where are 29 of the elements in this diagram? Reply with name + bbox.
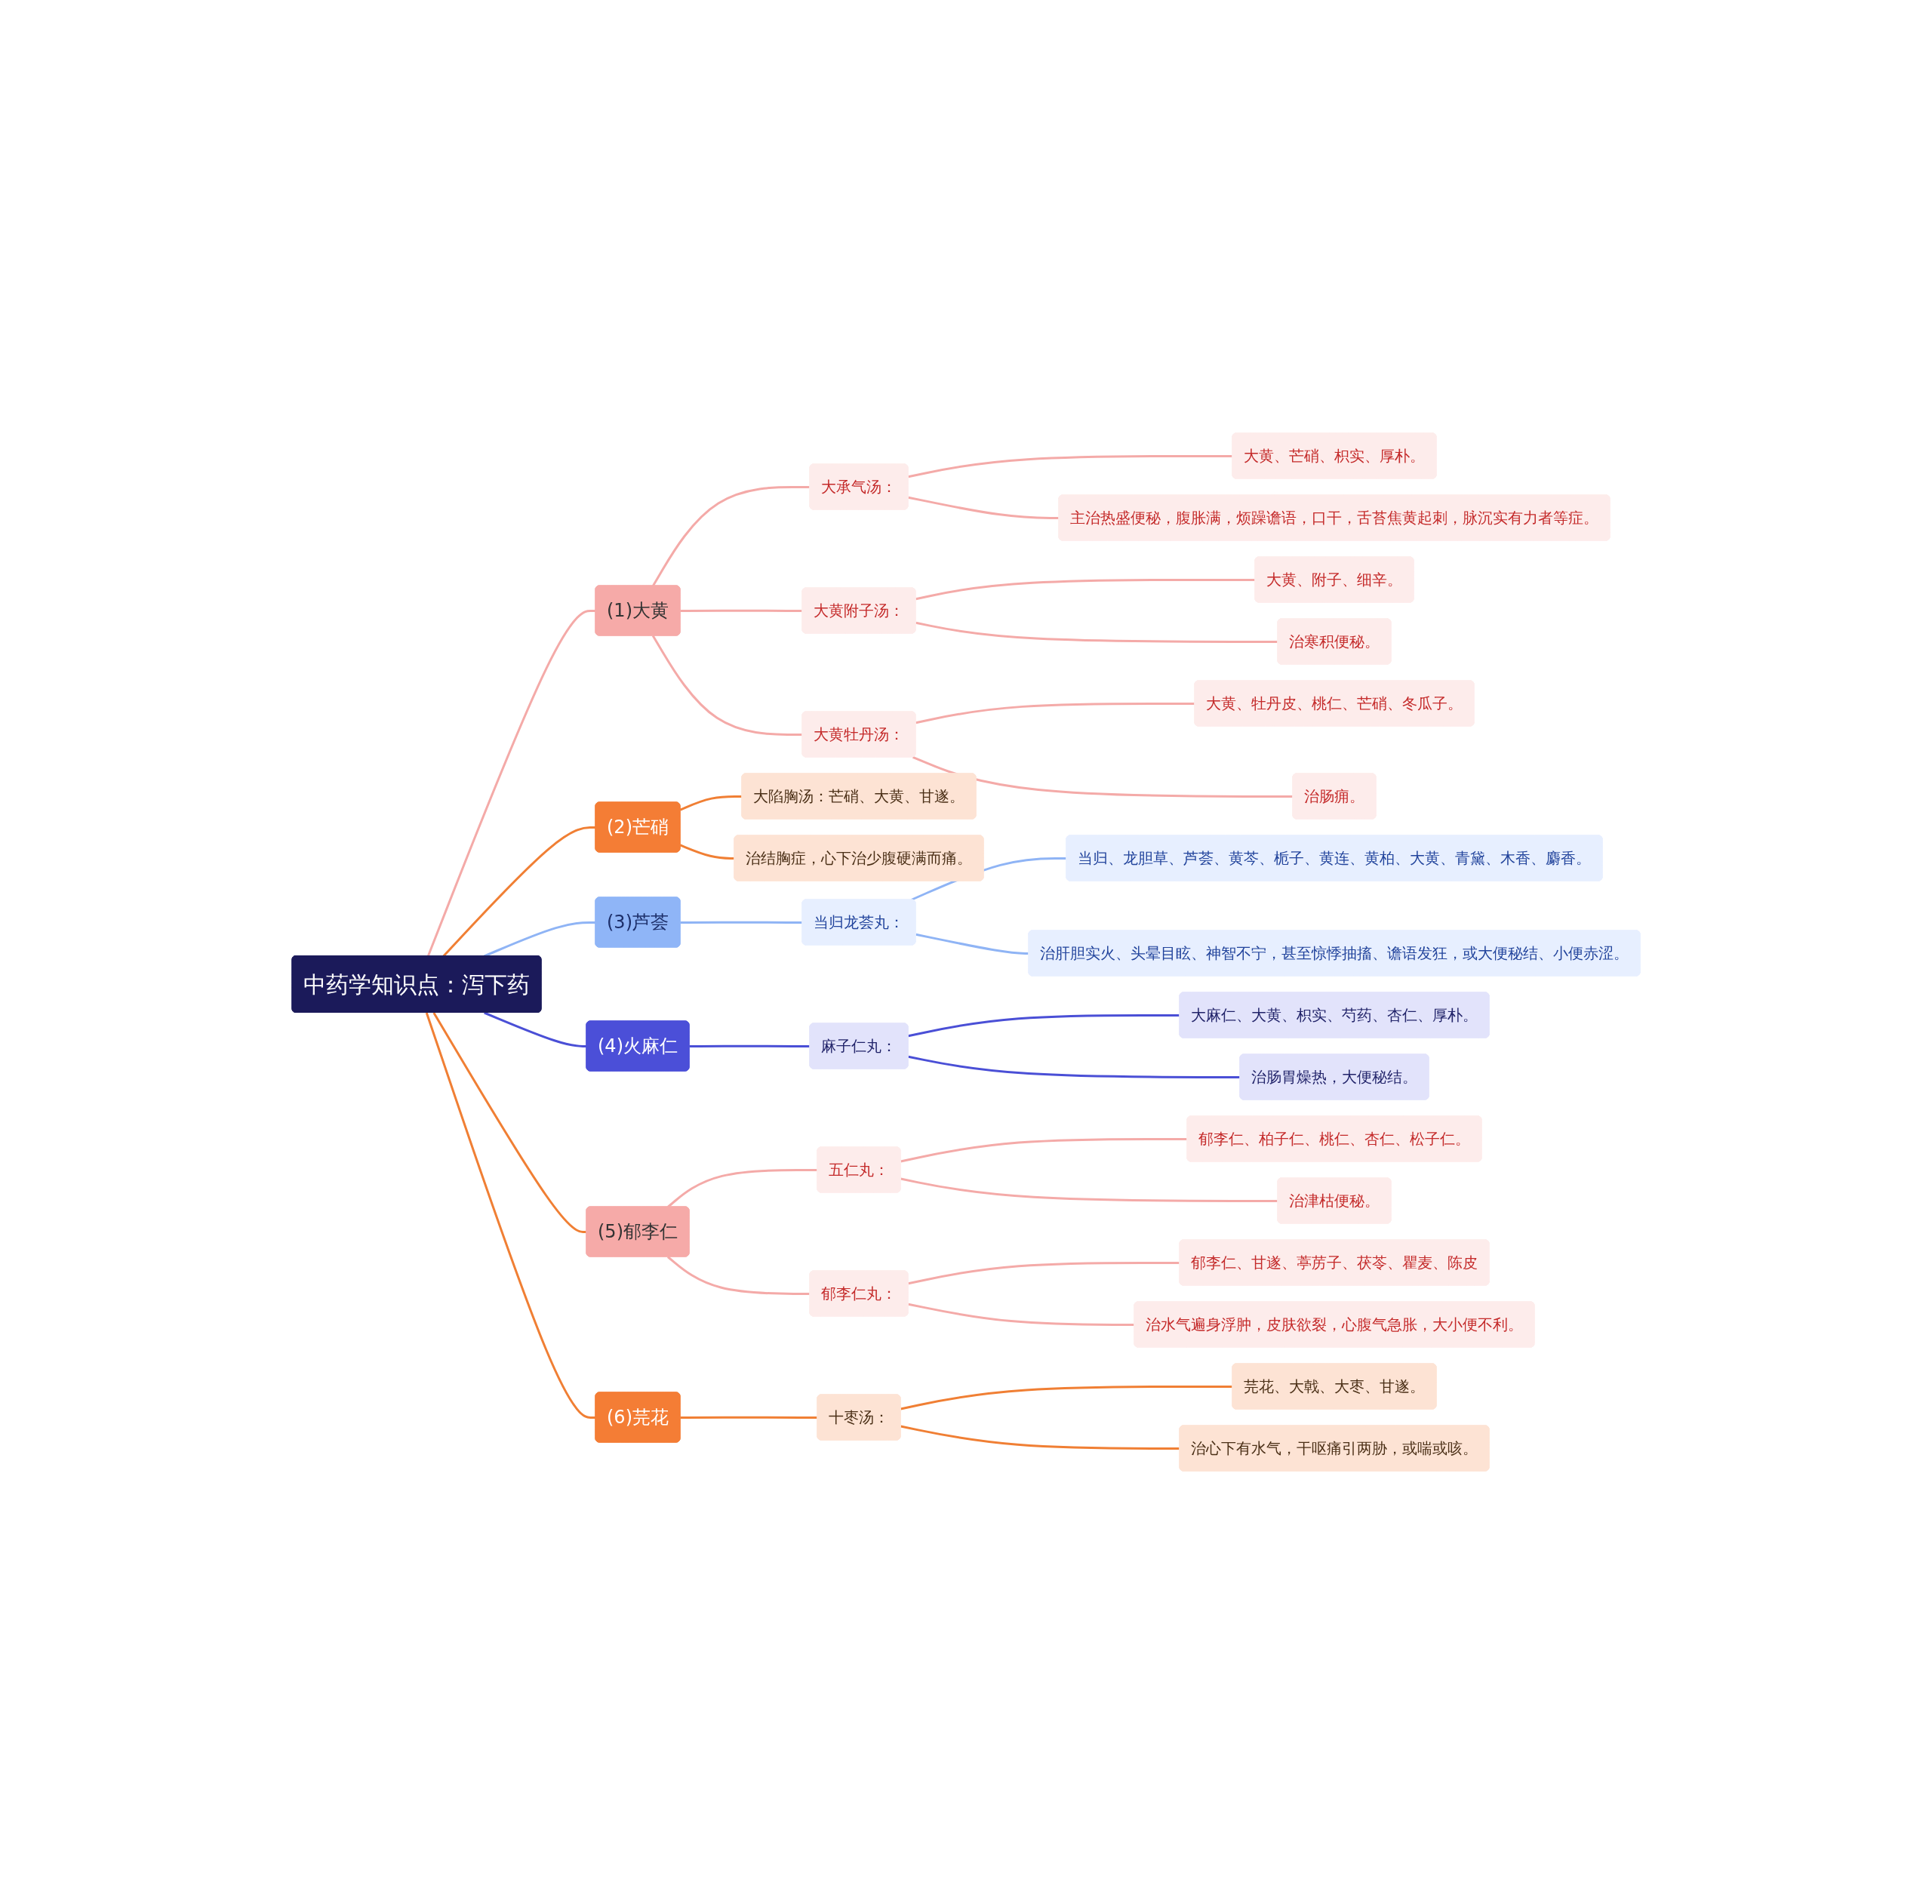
connector <box>900 1385 1233 1410</box>
connector <box>908 1014 1180 1038</box>
connector <box>900 1177 1278 1202</box>
connector <box>679 844 735 860</box>
connector <box>651 485 811 587</box>
connector <box>680 921 803 924</box>
connector <box>426 609 596 957</box>
connector <box>908 454 1233 478</box>
connector <box>915 702 1195 724</box>
connector <box>908 1055 1241 1078</box>
connector <box>689 1044 811 1047</box>
connector <box>680 1416 818 1419</box>
connector <box>915 933 1029 955</box>
connector <box>908 1303 1135 1326</box>
connector <box>900 1137 1188 1163</box>
connector <box>651 635 803 736</box>
connector <box>908 496 1060 519</box>
connector <box>900 1425 1180 1450</box>
connector <box>912 756 1294 798</box>
connector <box>484 1011 587 1047</box>
connector <box>915 621 1278 643</box>
connector <box>432 1012 587 1233</box>
connector <box>908 1261 1180 1285</box>
connector <box>666 1256 811 1295</box>
connector <box>680 609 803 612</box>
connector <box>915 578 1256 601</box>
connector <box>666 1168 818 1208</box>
connector <box>425 1012 596 1419</box>
connector <box>679 795 743 811</box>
